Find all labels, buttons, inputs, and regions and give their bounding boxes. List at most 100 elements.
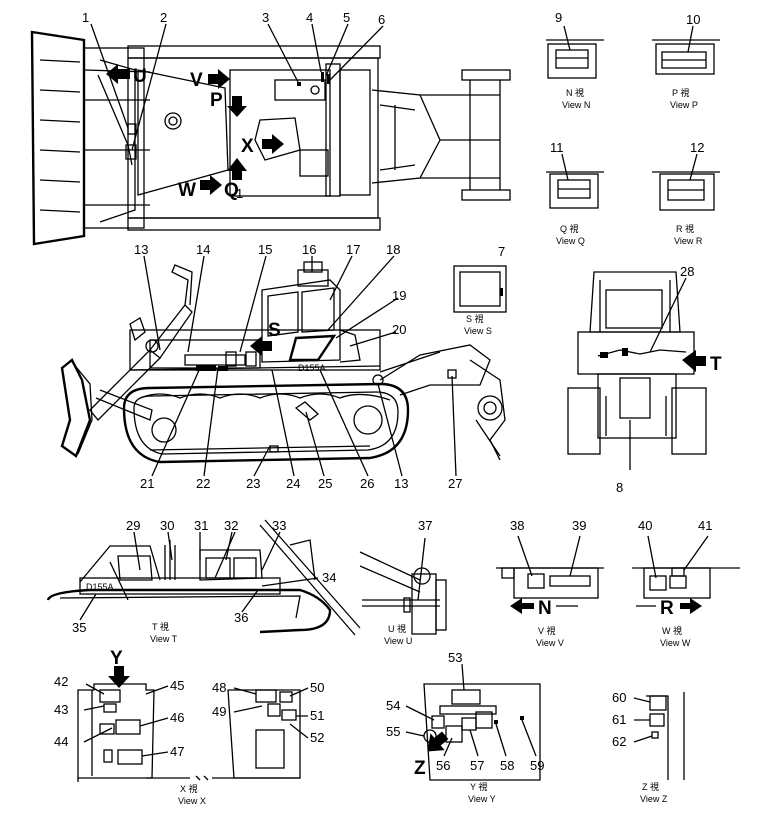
caption-v: View V: [536, 638, 564, 648]
callout-1: 1: [82, 10, 89, 25]
arrow-q-label: Q: [224, 180, 239, 201]
callout-37: 37: [418, 518, 432, 533]
view-n-drawing: [546, 25, 604, 79]
view-z-drawing: [633, 692, 685, 780]
view-q-drawing: [546, 153, 604, 209]
view-x-drawing: Y: [77, 648, 309, 782]
callout-11: 11: [550, 140, 564, 155]
caption-x-kanji: X 視: [180, 783, 198, 794]
caption-s: View S: [464, 326, 492, 336]
caption-n: View N: [562, 100, 590, 110]
callout-21: 21: [140, 476, 154, 491]
arrow-u-icon: [106, 64, 130, 84]
callout-46: 46: [170, 710, 184, 725]
caption-u: View U: [384, 636, 412, 646]
top-view-drawing: U V P X Q 1 W: [30, 30, 511, 246]
callout-16: 16: [302, 242, 316, 257]
caption-y: View Y: [468, 794, 496, 804]
callout-24: 24: [286, 476, 300, 491]
arrow-y-label: Y: [110, 648, 123, 669]
caption-t-kanji: T 視: [152, 621, 169, 632]
caption-q: View Q: [556, 236, 585, 246]
callout-38: 38: [510, 518, 524, 533]
callout-50: 50: [310, 680, 324, 695]
view-u-drawing: [359, 537, 447, 635]
callout-6: 6: [378, 12, 385, 27]
caption-z-kanji: Z 視: [642, 781, 659, 792]
arrow-r-label: R: [660, 598, 674, 619]
caption-w: View W: [660, 638, 691, 648]
arrow-v-label: V: [190, 70, 203, 91]
callout-49: 49: [212, 704, 226, 719]
callout-3: 3: [262, 10, 269, 25]
caption-r-kanji: R 視: [676, 223, 694, 234]
arrow-x-label: X: [241, 136, 254, 157]
side-view-leaders: [143, 255, 457, 477]
callout-57: 57: [470, 758, 484, 773]
callout-45: 45: [170, 678, 184, 693]
callout-12: 12: [690, 140, 704, 155]
callout-4: 4: [306, 10, 313, 25]
model-marking-t: D155A: [86, 582, 114, 592]
caption-w-kanji: W 視: [662, 625, 682, 636]
arrow-t-icon: [682, 350, 706, 372]
caption-p: View P: [670, 100, 698, 110]
svg-text:1: 1: [236, 186, 243, 201]
callout-32: 32: [224, 518, 238, 533]
callout-9: 9: [555, 10, 562, 25]
callout-2: 2: [160, 10, 167, 25]
arrow-n-label: N: [538, 598, 552, 619]
callout-28: 28: [680, 264, 694, 279]
caption-q-kanji: Q 視: [560, 223, 579, 234]
caption-r: View R: [674, 236, 703, 246]
callout-20: 20: [392, 322, 406, 337]
callout-52: 52: [310, 730, 324, 745]
arrow-n-icon: [510, 598, 534, 614]
callout-61: 61: [612, 712, 626, 727]
view-t-leaders: [79, 531, 319, 621]
callout-41: 41: [698, 518, 712, 533]
arrow-q-icon: [227, 158, 247, 180]
model-marking-side: D155A: [298, 363, 326, 373]
arrow-y-icon: [108, 666, 130, 688]
arrow-x-icon: [262, 134, 284, 154]
callout-13: 13: [134, 242, 148, 257]
callout-40: 40: [638, 518, 652, 533]
caption-v-kanji: V 視: [538, 625, 556, 636]
arrow-z-icon: [427, 731, 449, 752]
callout-34: 34: [322, 570, 336, 585]
caption-u-kanji: U 視: [388, 623, 406, 634]
callout-27: 27: [448, 476, 462, 491]
callout-15: 15: [258, 242, 272, 257]
callout-54: 54: [386, 698, 400, 713]
callout-14: 14: [196, 242, 210, 257]
callout-26: 26: [360, 476, 374, 491]
callout-5: 5: [343, 10, 350, 25]
callout-60: 60: [612, 690, 626, 705]
caption-s-kanji: S 視: [466, 313, 484, 324]
top-view-leaders: [90, 23, 384, 151]
callout-51: 51: [310, 708, 324, 723]
callout-35: 35: [72, 620, 86, 635]
callout-56: 56: [436, 758, 450, 773]
arrow-s-icon: [250, 336, 272, 356]
callout-42: 42: [54, 674, 68, 689]
arrow-s-label: S: [268, 320, 281, 341]
view-t-drawing: D155A: [46, 519, 361, 636]
side-view-drawing: D155A S: [60, 261, 506, 464]
caption-x: View X: [178, 796, 206, 806]
callout-39: 39: [572, 518, 586, 533]
callout-17: 17: [346, 242, 360, 257]
callout-47: 47: [170, 744, 184, 759]
callout-59: 59: [530, 758, 544, 773]
callout-31: 31: [194, 518, 208, 533]
callout-44: 44: [54, 734, 68, 749]
arrow-t-label: T: [710, 354, 722, 375]
callout-48: 48: [212, 680, 226, 695]
view-s-drawing: [453, 265, 507, 313]
arrow-w-icon: [200, 175, 222, 195]
callout-43: 43: [54, 702, 68, 717]
arrow-r-icon: [680, 598, 702, 614]
callout-19: 19: [392, 288, 406, 303]
callout-55: 55: [386, 724, 400, 739]
